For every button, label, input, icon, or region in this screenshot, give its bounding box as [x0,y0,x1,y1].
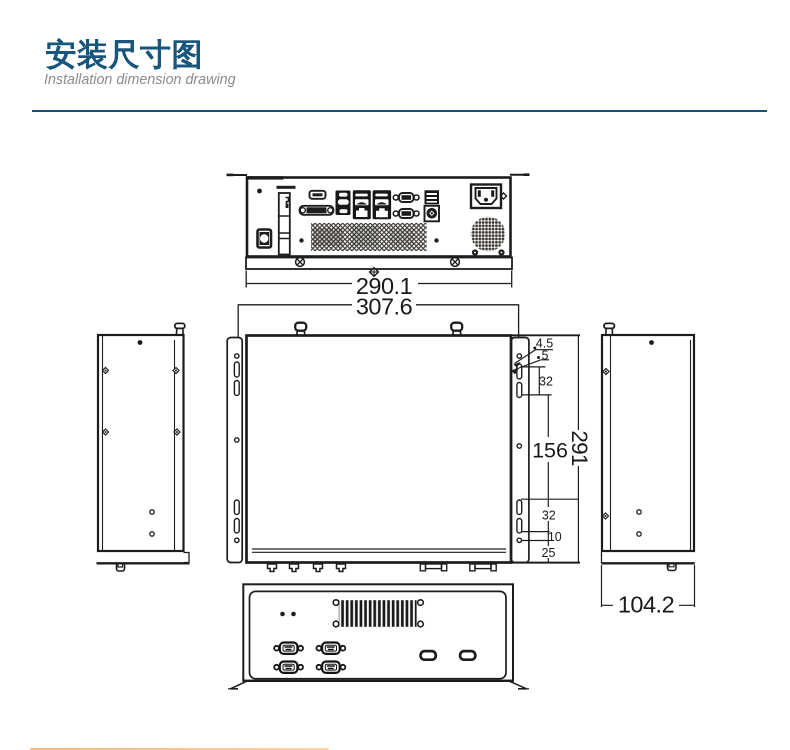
svg-text:10: 10 [548,530,562,544]
svg-text:156: 156 [532,439,568,463]
svg-text:32: 32 [542,509,556,523]
svg-text:5: 5 [542,349,549,363]
svg-text:4.5: 4.5 [536,337,553,351]
svg-text:291: 291 [567,430,592,465]
svg-text:307.6: 307.6 [356,294,413,320]
svg-text:290.1: 290.1 [356,273,412,299]
svg-text:25: 25 [542,546,556,560]
svg-text:32: 32 [539,375,553,389]
svg-text:104.2: 104.2 [618,592,674,618]
